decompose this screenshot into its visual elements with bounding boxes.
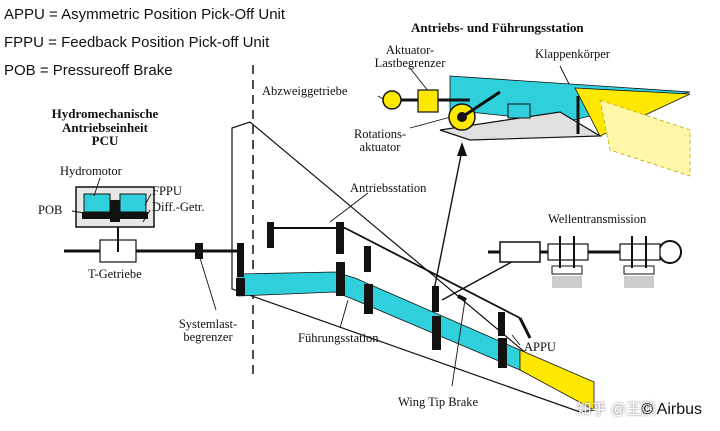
label-t-getriebe: T-Getriebe bbox=[88, 267, 142, 281]
label-aktuator: Aktuator- Lastbegrenzer bbox=[374, 43, 446, 71]
label-wellentransmission: Wellentransmission bbox=[548, 212, 647, 226]
arrow-to-station bbox=[433, 149, 463, 291]
label-abzweiggetriebe: Abzweiggetriebe bbox=[262, 84, 348, 98]
shaft-band-cyan bbox=[237, 271, 521, 371]
coupling-7 bbox=[364, 246, 371, 272]
coupling-4 bbox=[267, 222, 274, 248]
pcu-unit bbox=[75, 186, 155, 263]
shaft-transmission-detail bbox=[488, 236, 682, 288]
coupling-11 bbox=[498, 312, 505, 336]
label-appu: APPU bbox=[524, 340, 556, 354]
coupling-9 bbox=[432, 286, 439, 312]
coupling-10 bbox=[432, 316, 441, 350]
coupling-8 bbox=[364, 284, 373, 314]
label-diff-getr: Diff.-Getr. bbox=[152, 200, 205, 214]
label-fuehrungsstation: Führungsstation bbox=[298, 331, 379, 345]
label-wing-tip-brake: Wing Tip Brake bbox=[398, 395, 479, 409]
coupling-2 bbox=[237, 243, 244, 277]
brake-link bbox=[457, 294, 467, 302]
label-hydromotor: Hydromotor bbox=[60, 164, 122, 178]
arrowhead-station bbox=[457, 142, 467, 156]
label-antriebs-fuehrung: Antriebs- und Führungsstation bbox=[411, 20, 584, 35]
label-antriebsstation: Antriebsstation bbox=[350, 181, 427, 195]
copyright: © Airbus bbox=[641, 401, 702, 418]
coupling-1 bbox=[195, 243, 203, 259]
appu-link bbox=[518, 317, 532, 339]
label-hydromechanische-pcu: Hydromechanische Antriebseinheit PCU bbox=[51, 106, 159, 149]
label-klappenkoerper: Klappenkörper bbox=[535, 47, 610, 61]
label-systemlastbegrenzer: Systemlast- begrenzer bbox=[178, 317, 238, 345]
label-fppu: FPPU bbox=[152, 184, 182, 198]
coupling-5 bbox=[336, 222, 344, 254]
legend-pob: POB = Pressureoff Brake bbox=[4, 62, 173, 79]
diag-shaft bbox=[344, 227, 521, 319]
coupling-3 bbox=[236, 278, 245, 296]
label-pob: POB bbox=[38, 203, 63, 217]
flap-station-detail bbox=[382, 75, 691, 177]
label-rotationsaktuator: Rotations- aktuator bbox=[353, 127, 407, 155]
watermark: 知乎 @王鹏 bbox=[576, 401, 656, 418]
legend-fppu: FPPU = Feedback Position Pick-off Unit bbox=[4, 34, 270, 51]
coupling-6 bbox=[336, 262, 345, 296]
shaft-band-yellow bbox=[519, 349, 595, 411]
coupling-12 bbox=[498, 338, 507, 368]
legend-appu: APPU = Asymmetric Position Pick-Off Unit bbox=[4, 6, 286, 23]
wing-outline bbox=[231, 121, 596, 413]
